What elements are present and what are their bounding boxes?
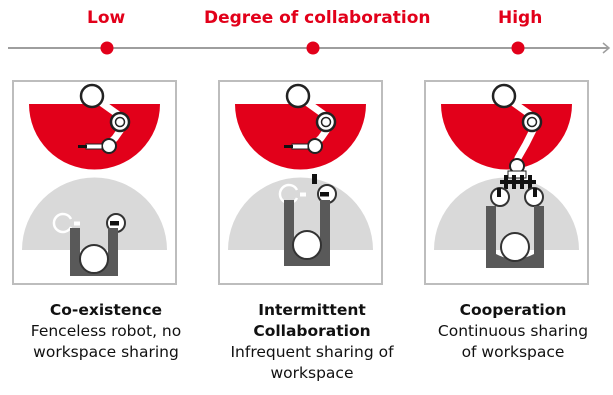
intermittent-collaboration-title-line-1: Intermittent <box>258 301 366 319</box>
cooperation-description-line-1: Continuous sharing <box>437 322 589 340</box>
robot-arm-icon <box>491 83 543 179</box>
intermittent-collaboration-description-line-2: workspace <box>270 364 354 382</box>
human-operator-icon <box>486 187 544 268</box>
cooperation-panel <box>424 80 589 285</box>
cooperation-caption: Cooperation Continuous sharing of worksp… <box>413 300 613 363</box>
cooperation-title: Cooperation <box>459 301 567 319</box>
robot-zone <box>235 104 366 170</box>
coexistence-description-line-2: workspace sharing <box>33 343 179 361</box>
coexistence-description-line-1: Fenceless robot, no <box>30 322 182 340</box>
collaboration-axis <box>8 41 611 55</box>
scale-title: Degree of collaboration <box>204 8 431 28</box>
shared-workpiece-icon <box>500 175 536 189</box>
robot-arm-icon <box>78 83 131 154</box>
robot-zone <box>441 104 572 170</box>
robot-arm-icon <box>284 83 337 154</box>
handover-part <box>312 174 317 184</box>
human-operator-icon <box>52 212 126 276</box>
intermittent-collaboration-title-line-2: Collaboration <box>253 322 371 340</box>
coexistence-caption: Co-existence Fenceless robot, no workspa… <box>6 300 206 363</box>
cooperation-description-line-2: of workspace <box>461 343 565 361</box>
axis-marker-high <box>511 41 525 55</box>
coexistence-illustration <box>22 83 167 276</box>
human-zone <box>22 177 167 250</box>
human-operator-icon <box>278 183 337 266</box>
coexistence-panel <box>12 80 177 285</box>
axis-marker-low <box>100 41 114 55</box>
scale-low-label: Low <box>87 8 126 28</box>
cooperation-illustration <box>434 83 579 268</box>
scale-high-label: High <box>498 8 543 28</box>
robot-zone <box>29 104 160 170</box>
intermittent-collaboration-caption: Intermittent Collaboration Infrequent sh… <box>212 300 412 384</box>
coexistence-title: Co-existence <box>49 301 163 319</box>
intermittent-collaboration-illustration <box>228 83 373 266</box>
intermittent-collaboration-description-line-1: Infrequent sharing of <box>230 343 394 361</box>
intermittent-collaboration-panel <box>218 80 383 285</box>
axis-marker-mid <box>306 41 320 55</box>
axis-arrow-icon <box>602 42 611 54</box>
